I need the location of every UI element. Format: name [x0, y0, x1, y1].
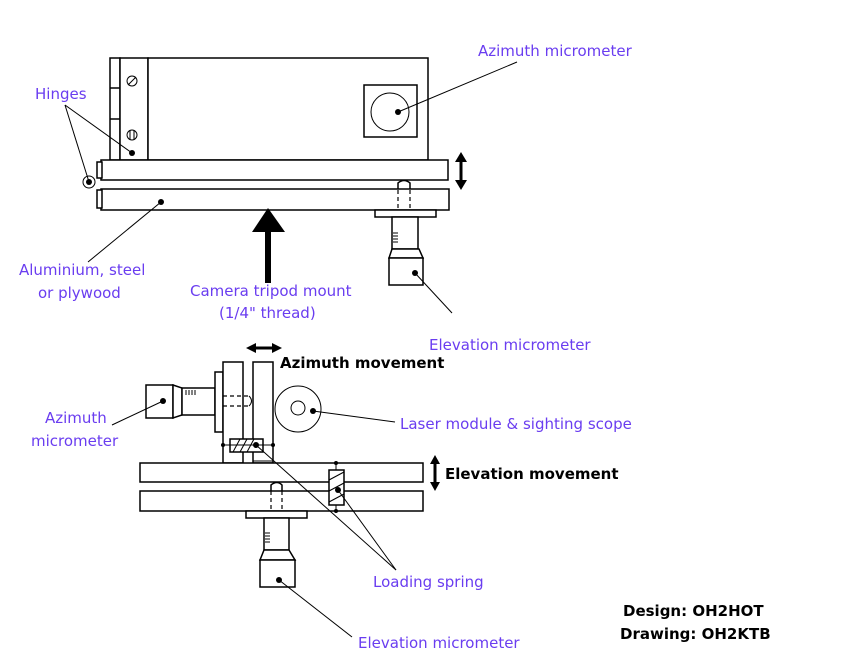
leader-line [414, 272, 453, 314]
leader-line [312, 410, 396, 423]
elevation-micrometer-body [387, 216, 425, 286]
screw-icon [126, 129, 138, 141]
leader-line [64, 104, 90, 183]
label-tripod-mount-line2: (1/4" thread) [219, 304, 316, 322]
side-top-plate [139, 462, 424, 483]
leader-line [64, 104, 133, 154]
azimuth-micrometer-body [145, 383, 216, 420]
label-elevation-micrometer-side: Elevation micrometer [358, 634, 520, 652]
leader-line [111, 400, 164, 426]
laser-module [274, 385, 322, 433]
azimuth-movement-arrow-icon [246, 343, 282, 353]
side-view: Azimuth movement Azimuth micrometer Lase… [31, 343, 632, 652]
leader-line [337, 489, 397, 571]
hinge-plate [109, 57, 149, 161]
label-elevation-movement: Elevation movement [445, 465, 619, 483]
credit-drawing: Drawing: OH2KTB [620, 625, 771, 643]
side-elevation-micrometer-body [258, 517, 297, 588]
top-plate [100, 159, 449, 181]
label-azimuth-movement: Azimuth movement [280, 354, 444, 372]
credits: Design: OH2HOT Drawing: OH2KTB [620, 602, 771, 643]
tripod-mount-arrow-icon [252, 208, 285, 283]
credit-design: Design: OH2HOT [623, 602, 764, 620]
label-azimuth-micrometer-line2: micrometer [31, 432, 119, 450]
leader-line [278, 579, 353, 638]
elevation-movement-arrow-icon [430, 455, 440, 491]
label-laser-module: Laser module & sighting scope [400, 415, 632, 433]
label-tripod-mount-line1: Camera tripod mount [190, 282, 352, 300]
elevation-adjust-arrow-icon [455, 152, 467, 190]
top-view: Azimuth micrometer Hinges Aluminium, ste… [19, 42, 633, 354]
screw-icon [126, 75, 138, 87]
label-azimuth-micrometer-line1: Azimuth [45, 409, 107, 427]
label-hinges: Hinges [35, 85, 87, 103]
leader-line [255, 444, 397, 571]
azimuth-loading-spring [221, 438, 275, 462]
leader-line [87, 201, 162, 263]
azimuth-micrometer-knob [363, 84, 418, 138]
label-material-line2: or plywood [38, 284, 121, 302]
leader-line [397, 61, 518, 113]
label-material-line1: Aluminium, steel [19, 261, 145, 279]
label-azimuth-micrometer: Azimuth micrometer [478, 42, 633, 60]
bottom-plate [100, 188, 450, 211]
label-loading-spring: Loading spring [373, 573, 484, 591]
label-elevation-micrometer: Elevation micrometer [429, 336, 591, 354]
